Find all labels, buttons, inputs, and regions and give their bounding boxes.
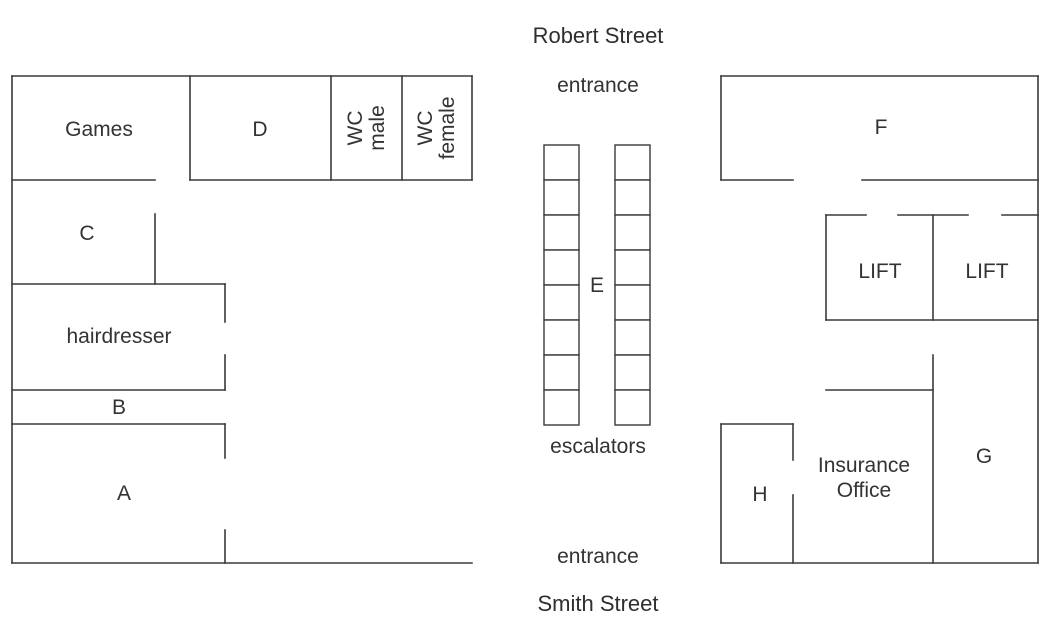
escalator-step	[543, 214, 580, 251]
lift-1-label: LIFT	[858, 260, 901, 283]
room-g-label: G	[976, 445, 992, 468]
escalator-step	[543, 284, 580, 321]
room-d-label: D	[252, 118, 267, 141]
area-e-label: E	[590, 274, 604, 297]
room-wc-male-label: WC male	[344, 105, 389, 151]
escalator-step	[614, 319, 651, 356]
svg-text:WC: WC	[414, 111, 437, 146]
escalator-left	[543, 144, 580, 426]
escalator-right	[614, 144, 651, 426]
room-f-label: F	[875, 116, 888, 139]
escalators-label: escalators	[550, 435, 646, 458]
svg-text:female: female	[436, 96, 459, 159]
smith-street-label: Smith Street	[537, 591, 658, 616]
room-h-label: H	[752, 483, 767, 506]
escalator-step	[543, 144, 580, 181]
room-games-label: Games	[65, 118, 133, 141]
escalator-step	[543, 179, 580, 216]
escalator-step	[614, 144, 651, 181]
room-a-label: A	[117, 482, 131, 505]
room-insurance-office-label-line1: Insurance	[818, 454, 910, 477]
escalator-step	[543, 249, 580, 286]
room-hairdresser-label: hairdresser	[66, 325, 171, 348]
right-block-walls	[720, 75, 1039, 564]
escalator-step	[614, 284, 651, 321]
top-entrance-label: entrance	[557, 74, 639, 97]
room-wc-female-label: WC female	[414, 96, 459, 159]
escalator-step	[543, 354, 580, 391]
robert-street-label: Robert Street	[533, 23, 664, 48]
svg-text:male: male	[366, 105, 389, 151]
room-insurance-office-label-line2: Office	[837, 479, 891, 502]
escalator-step	[614, 354, 651, 391]
lift-2-label: LIFT	[965, 260, 1008, 283]
bottom-entrance-label: entrance	[557, 545, 639, 568]
room-c-label: C	[79, 222, 94, 245]
escalator-step	[543, 389, 580, 426]
left-block-walls	[11, 75, 473, 564]
escalator-step	[543, 319, 580, 356]
escalator-step	[614, 249, 651, 286]
escalator-step	[614, 389, 651, 426]
svg-text:WC: WC	[344, 111, 367, 146]
room-b-label: B	[112, 396, 126, 419]
escalator-step	[614, 214, 651, 251]
escalator-step	[614, 179, 651, 216]
